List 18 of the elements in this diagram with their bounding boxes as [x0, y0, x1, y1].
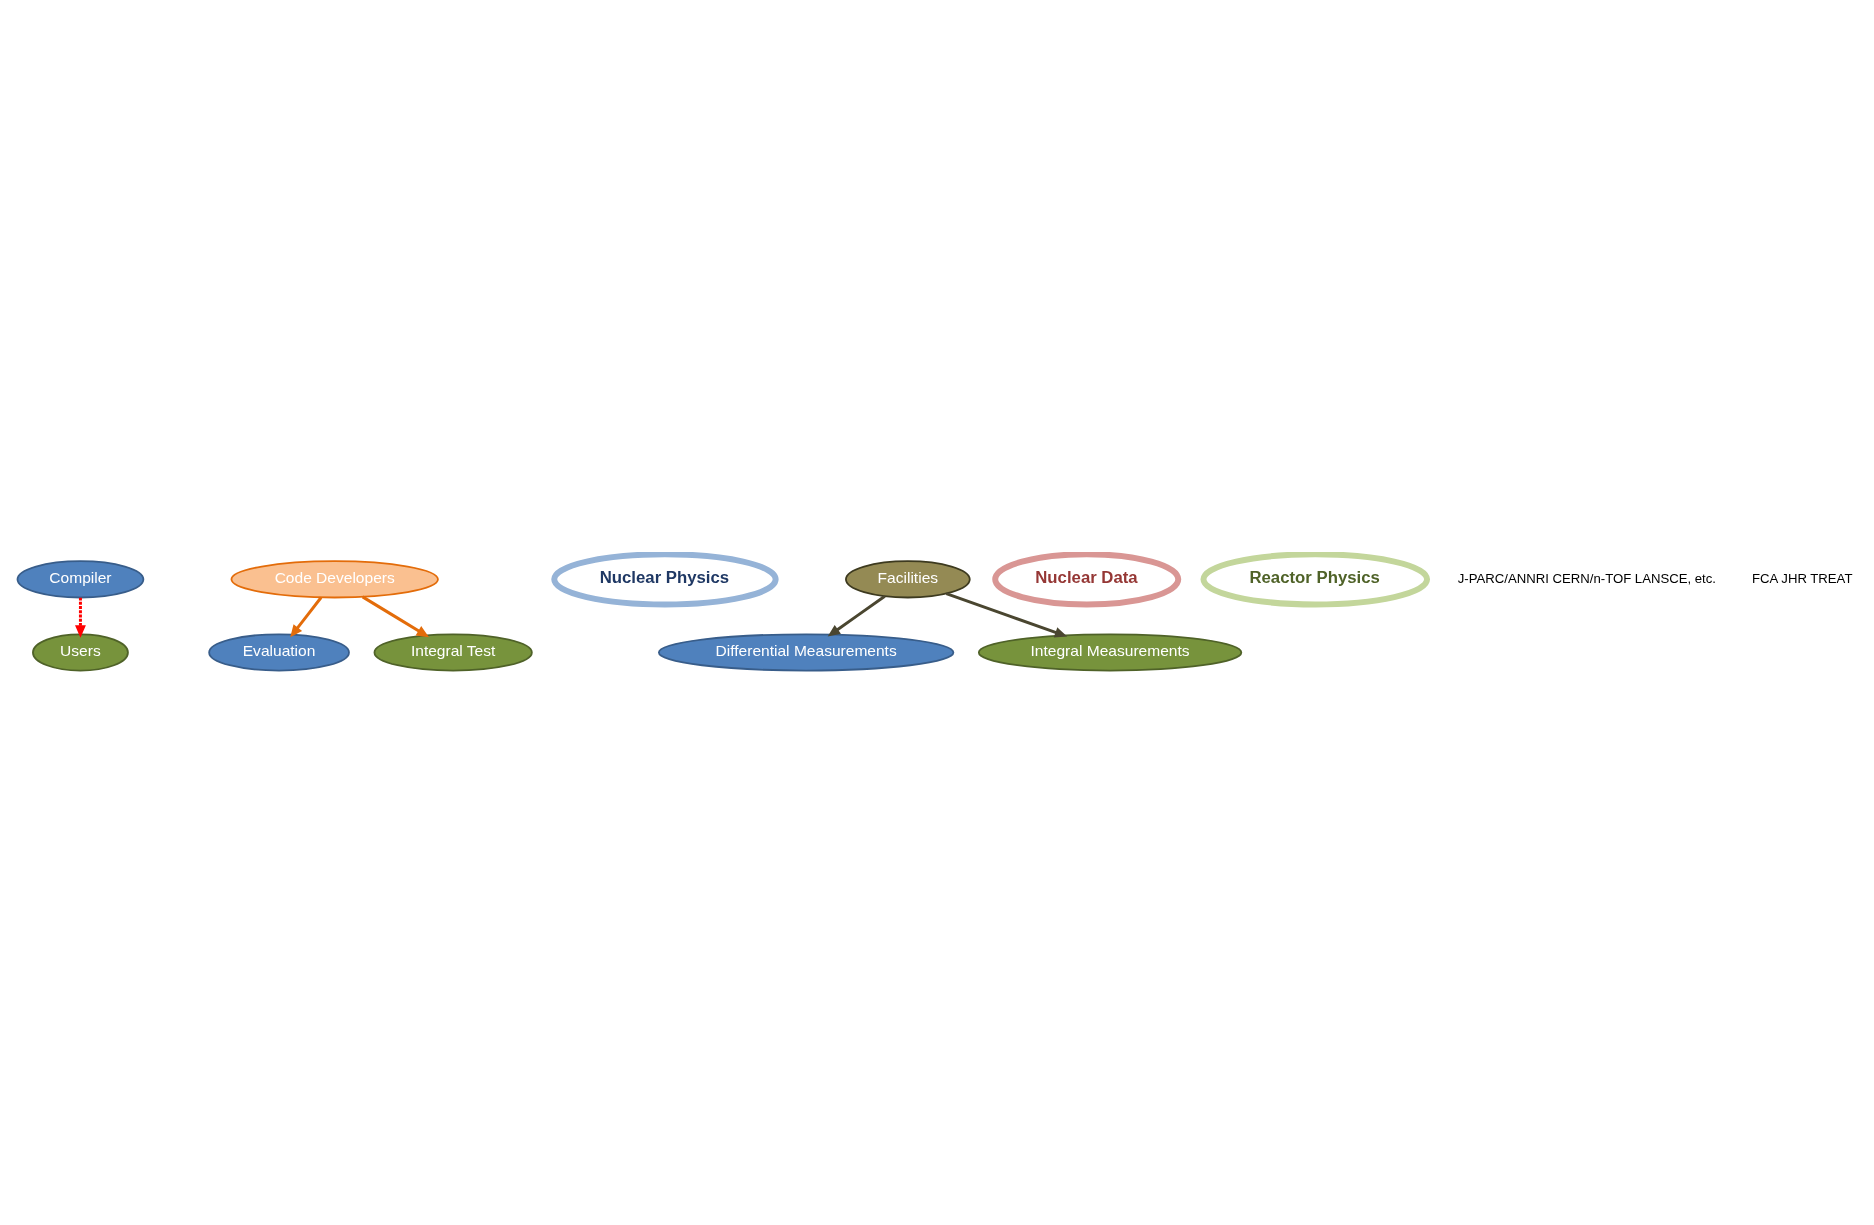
node-ellipse: Users [31, 633, 129, 672]
arrow [827, 595, 886, 637]
node-ellipse: Facilities [844, 560, 971, 599]
label: J-PARC/ANNRI CERN/n-TOF LANSCE, etc. [1457, 570, 1716, 586]
node-ellipse: Integral Measurements [977, 633, 1242, 672]
arrow [945, 592, 1067, 638]
node-ellipse: Nuclear Data [991, 552, 1181, 608]
node-ellipse: Evaluation [207, 633, 350, 672]
arrow [74, 597, 86, 638]
arrow [289, 596, 322, 638]
node-ellipse: Nuclear Physics [550, 552, 779, 608]
node-ellipse: Reactor Physics [1200, 552, 1430, 608]
node-ellipse: Integral Test [373, 633, 533, 672]
arrow [361, 595, 429, 638]
node-ellipse: Code Developers [230, 560, 439, 599]
node-ellipse: Differential Measurements [657, 633, 954, 672]
node-ellipse: Compiler [16, 560, 144, 599]
label: FCA JHR TREAT [1751, 570, 1852, 586]
